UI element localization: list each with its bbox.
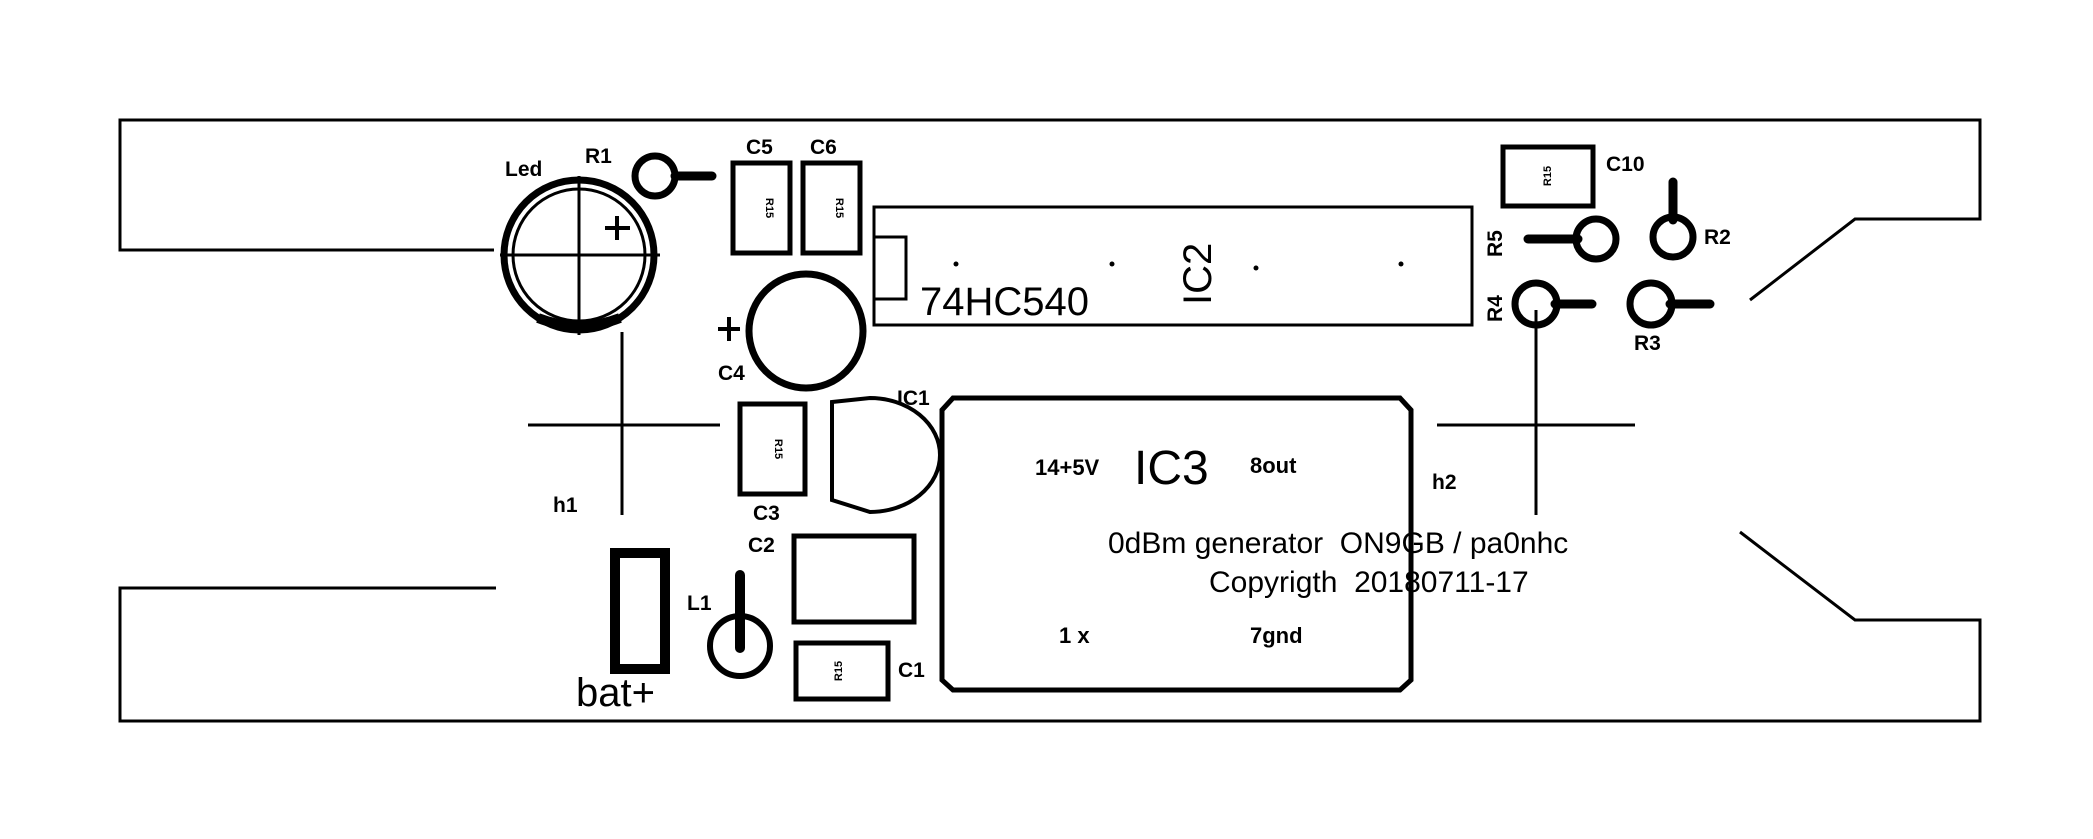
c3-component: R15 xyxy=(737,401,808,497)
board-outline-top xyxy=(118,118,1982,302)
h1-mounting-hole-marker xyxy=(528,332,720,515)
ic3-pin1-label: 1 x xyxy=(1059,623,1090,648)
board-title-line2: Copyrigth 20180711-17 xyxy=(1209,566,1529,599)
r3-pad xyxy=(1626,279,1715,329)
c10-footprint-label: R15 xyxy=(1542,166,1554,186)
ic3-module xyxy=(939,395,1414,693)
board-title-line1: 0dBm generator ON9GB / pa0nhc xyxy=(1108,527,1568,560)
h1-label: h1 xyxy=(553,494,578,517)
ic3-ref-label: IC3 xyxy=(1134,442,1209,495)
c4-component xyxy=(718,270,867,392)
ic2-component xyxy=(872,205,1474,327)
r1-label: R1 xyxy=(585,145,612,168)
c5-component: R15 xyxy=(730,160,793,256)
r2-label: R2 xyxy=(1704,226,1731,249)
r4-label: R4 xyxy=(1484,295,1507,322)
c10-label: C10 xyxy=(1606,153,1645,176)
ic1-label: IC1 xyxy=(897,387,930,410)
r2-pad xyxy=(1649,177,1697,261)
ic2-ref-label: IC2 xyxy=(1176,243,1220,305)
l1-component xyxy=(707,570,773,679)
led-component xyxy=(500,176,660,335)
c1-footprint-label: R15 xyxy=(833,661,845,681)
ic3-pin14-label: 14+5V xyxy=(1035,455,1100,480)
c5-label: C5 xyxy=(746,136,773,159)
led-label: Led xyxy=(505,158,542,181)
r3-label: R3 xyxy=(1634,332,1661,355)
ic2-part-label: 74HC540 xyxy=(920,280,1089,324)
h2-mounting-hole-marker xyxy=(1437,310,1635,515)
r5-pad xyxy=(1523,215,1620,263)
c3-footprint-label: R15 xyxy=(772,439,784,459)
c1-label: C1 xyxy=(898,659,925,682)
ic3-pin8-label: 8out xyxy=(1250,453,1297,478)
ic3-pin7-label: 7gnd xyxy=(1250,623,1303,648)
ic1-component xyxy=(830,395,942,515)
battery-plus-label: bat+ xyxy=(576,671,655,715)
c4-label: C4 xyxy=(718,362,745,385)
h2-label: h2 xyxy=(1432,471,1457,494)
battery-plus-pad xyxy=(610,548,670,674)
c6-component: R15 xyxy=(800,160,863,256)
c1-component: R15 xyxy=(793,640,891,702)
c6-label: C6 xyxy=(810,136,837,159)
l1-label: L1 xyxy=(687,592,712,615)
r4-pad xyxy=(1511,279,1597,329)
r1-pad xyxy=(631,152,717,200)
c5-footprint-label: R15 xyxy=(763,198,775,218)
c3-label: C3 xyxy=(753,502,780,525)
c10-component: R15 xyxy=(1500,144,1596,209)
c2-component xyxy=(791,533,917,625)
c2-label: C2 xyxy=(748,534,775,557)
c6-footprint-label: R15 xyxy=(833,198,845,218)
r5-label: R5 xyxy=(1484,230,1507,257)
board-outline-bottom xyxy=(118,530,1982,723)
